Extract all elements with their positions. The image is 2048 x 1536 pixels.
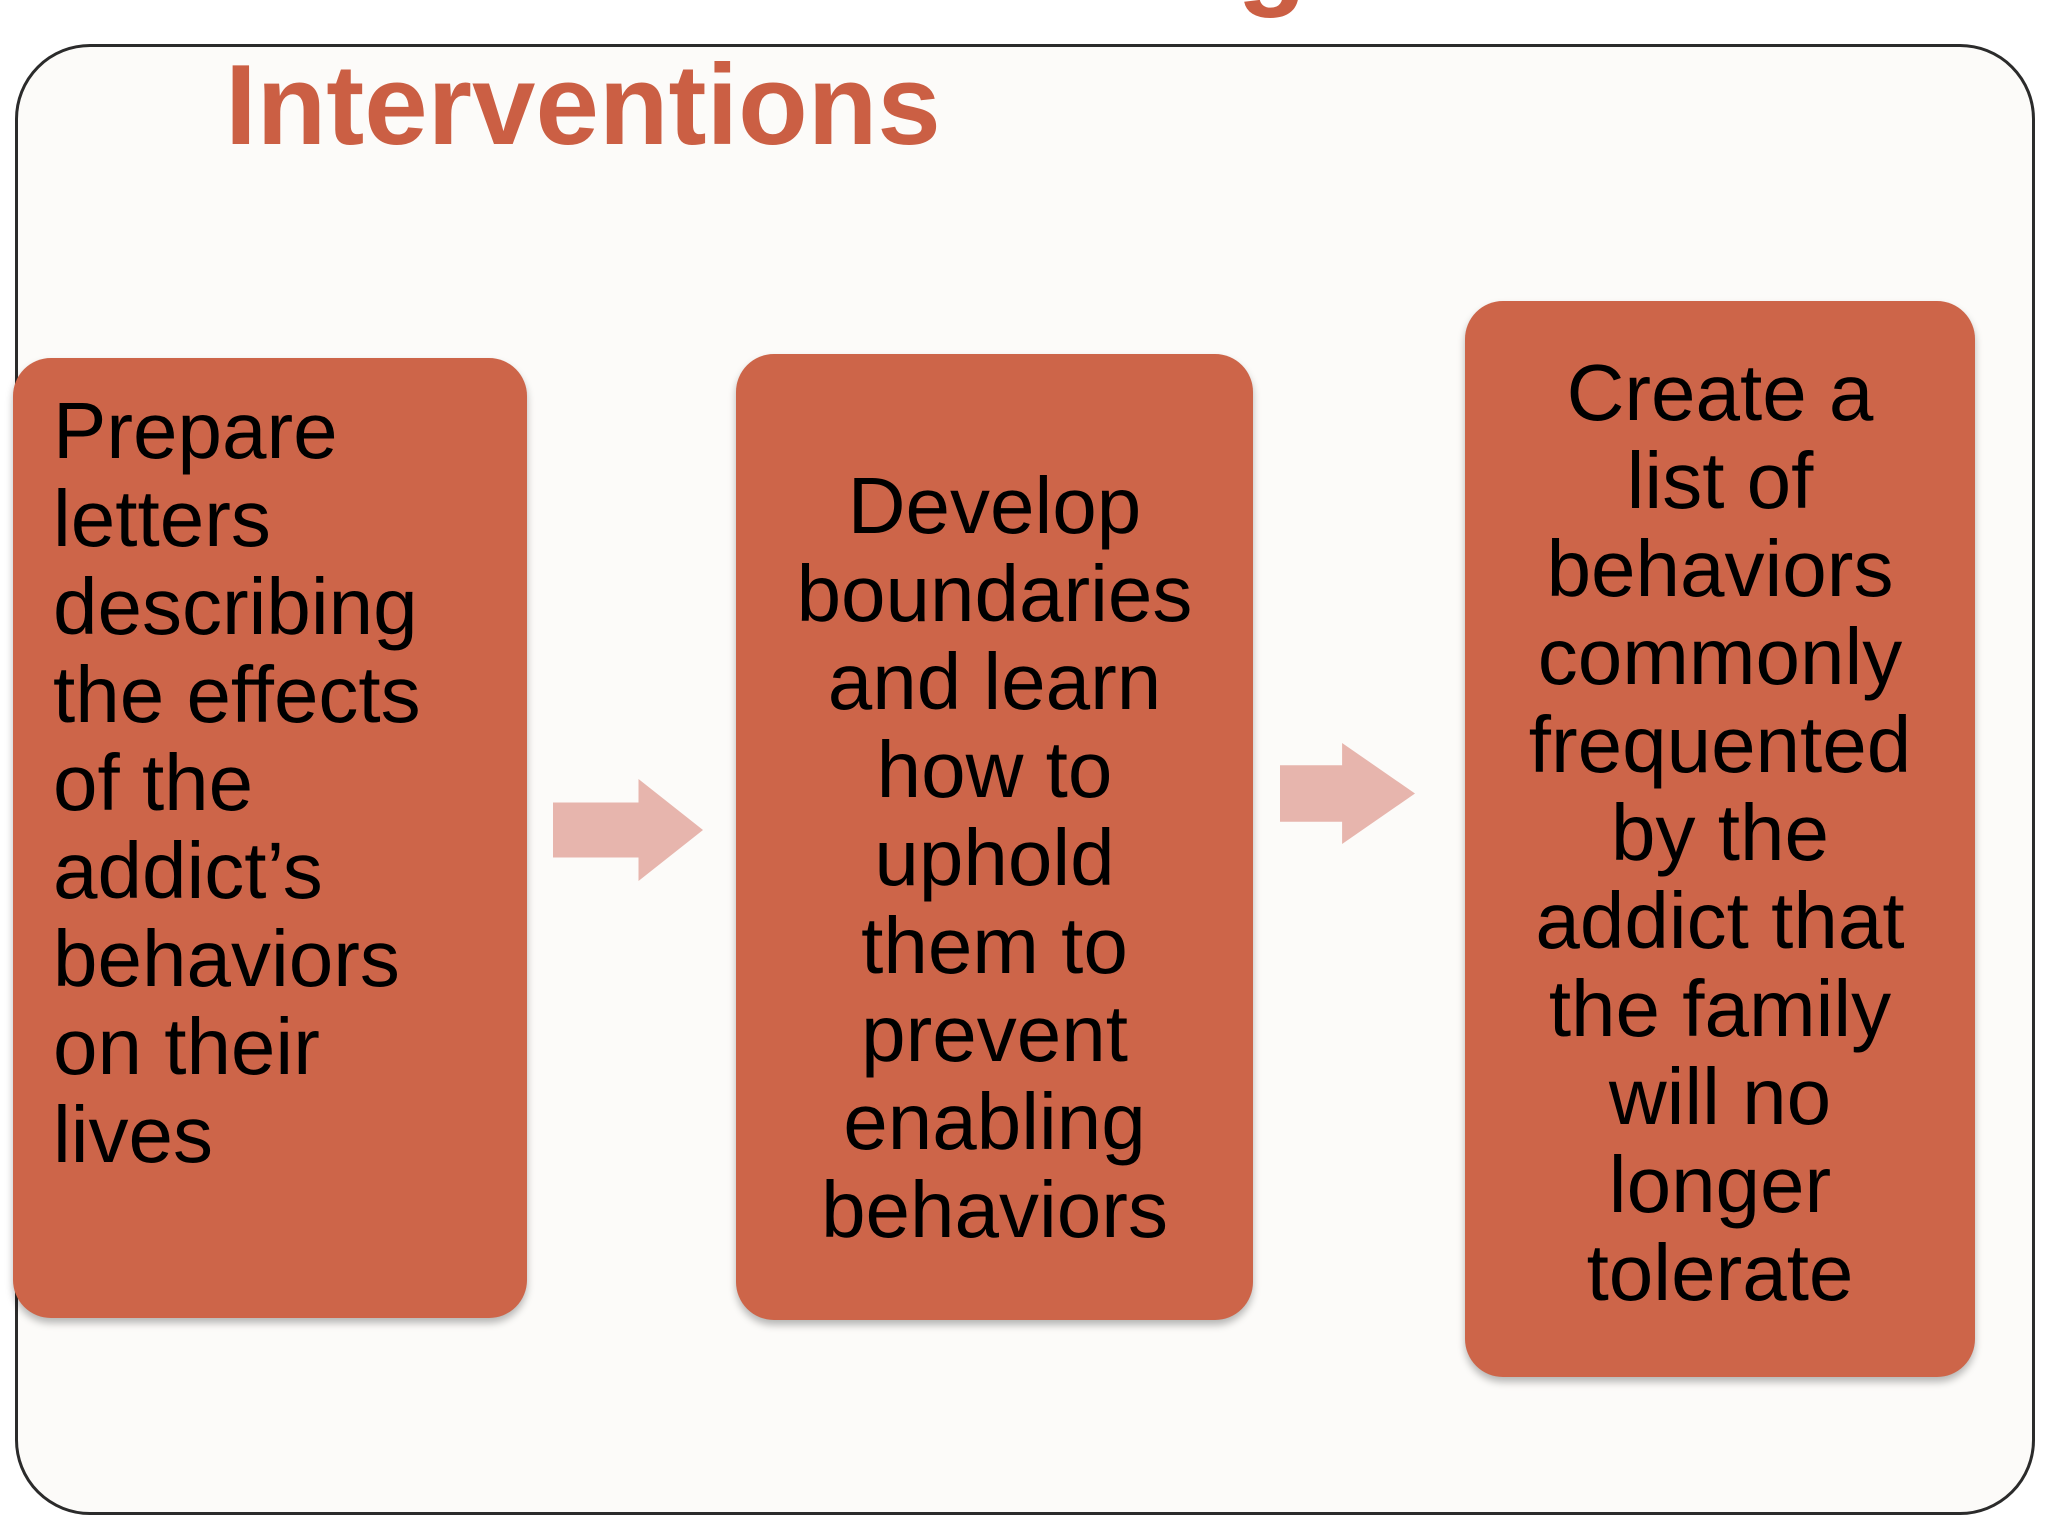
- process-step-1: Prepare letters describing the effects o…: [13, 358, 527, 1318]
- arrow-right-icon-2: [1280, 743, 1415, 844]
- clipped-title-descender: g: [1237, 0, 1307, 13]
- arrow-right-icon-1: [553, 779, 703, 881]
- process-step-3: Create a list of behaviors commonly freq…: [1465, 301, 1975, 1377]
- slide-title: Interventions: [225, 42, 941, 169]
- slide-frame: Interventions Prepare letters describing…: [13, 42, 2035, 1515]
- process-step-2: Develop boundaries and learn how to upho…: [736, 354, 1253, 1320]
